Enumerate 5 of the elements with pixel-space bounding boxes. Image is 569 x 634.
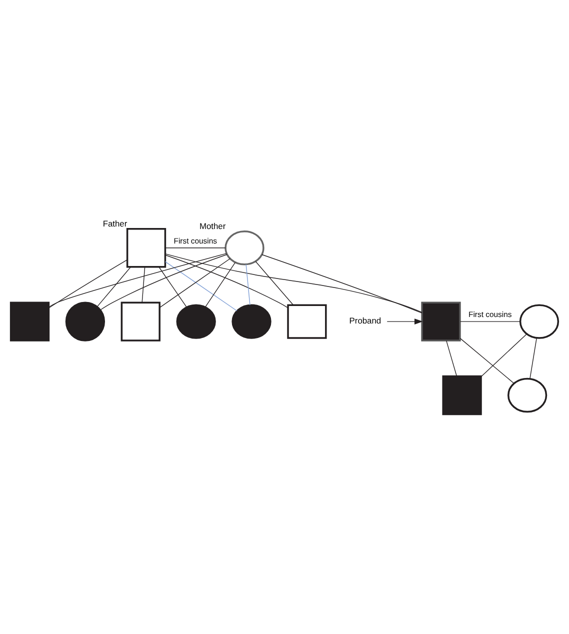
node-label: Father <box>102 218 128 229</box>
edge-label: First cousins <box>468 310 512 320</box>
node-label: Mother <box>199 221 226 231</box>
node-text: Proband <box>349 316 382 326</box>
edge-label: First cousins <box>174 236 217 246</box>
